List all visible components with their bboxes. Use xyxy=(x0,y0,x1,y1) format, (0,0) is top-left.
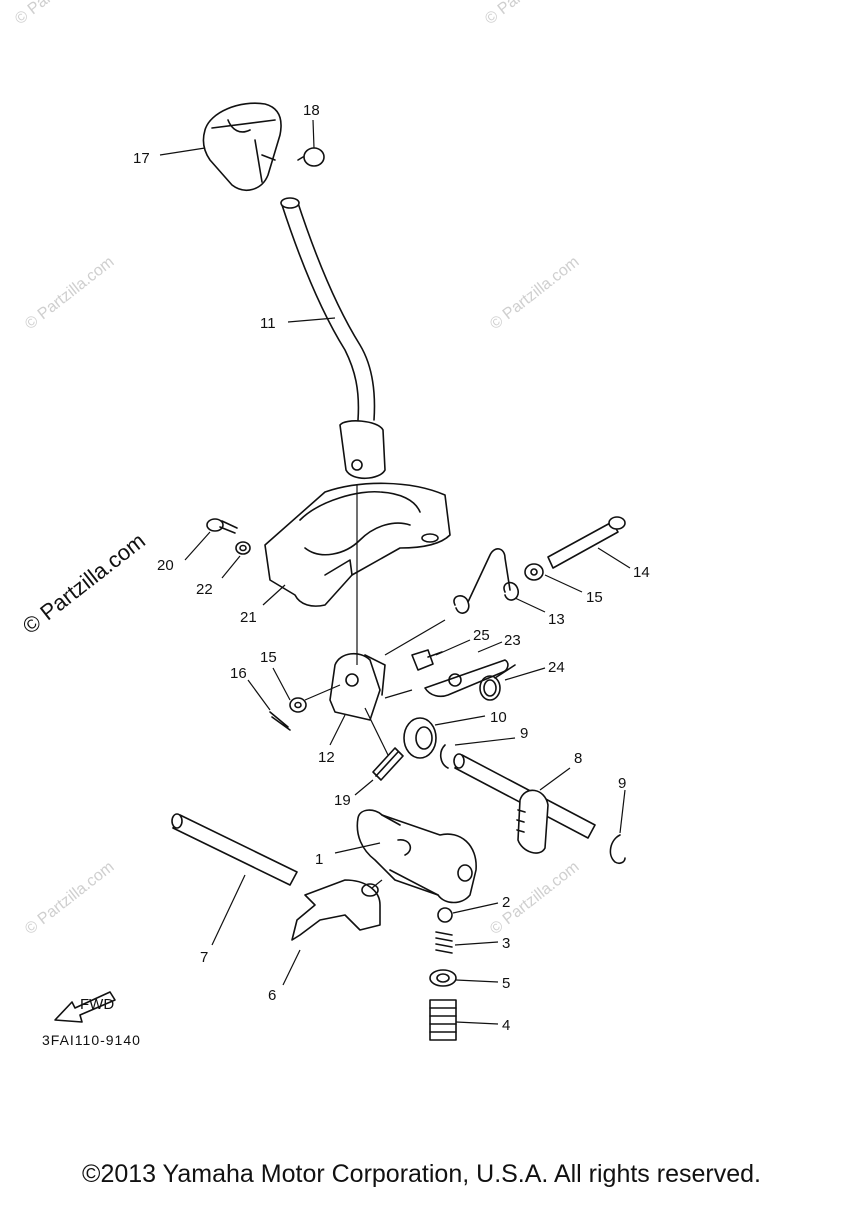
shift-drum xyxy=(356,809,477,904)
assembly-lines xyxy=(304,484,446,889)
callout-label: 12 xyxy=(318,749,335,766)
arm-washer xyxy=(289,697,307,713)
plug-washer xyxy=(429,969,457,987)
callout-label: 15 xyxy=(586,589,603,606)
fwd-arrow-icon: FWD xyxy=(54,991,116,1023)
watermark: © Partzilla.com xyxy=(482,0,577,28)
callout-label: 9 xyxy=(618,775,626,792)
cotter-pin xyxy=(269,711,291,731)
callout-label: 24 xyxy=(548,659,565,676)
pin-washer xyxy=(524,563,544,581)
fwd-label: FWD xyxy=(80,996,114,1013)
shift-knob xyxy=(202,102,282,191)
callout-label: 16 xyxy=(230,665,247,682)
knob-screw xyxy=(297,147,325,167)
copyright-footer: ©2013 Yamaha Motor Corporation, U.S.A. A… xyxy=(82,1160,761,1188)
stopper-spring xyxy=(479,664,516,701)
oil-seal xyxy=(403,717,437,759)
watermark: © Partzilla.com xyxy=(487,253,582,333)
callout-label: 23 xyxy=(504,632,521,649)
watermark: © Partzilla.com xyxy=(12,0,107,28)
watermark-main: © Partzilla.com xyxy=(18,528,150,639)
callout-label: 20 xyxy=(157,557,174,574)
callout-label: 15 xyxy=(260,649,277,666)
callout-label: 8 xyxy=(574,750,582,767)
watermark: © Partzilla.com xyxy=(22,858,117,938)
callout-label: 2 xyxy=(502,894,510,911)
callout-label: 13 xyxy=(548,611,565,628)
callout-label: 3 xyxy=(502,935,510,952)
callout-label: 5 xyxy=(502,975,510,992)
stopper-bolt xyxy=(411,649,443,671)
detent-ball xyxy=(437,907,453,923)
callout-label: 21 xyxy=(240,609,257,626)
lever-bolt xyxy=(372,747,404,781)
callout-label: 25 xyxy=(473,627,490,644)
callout-label: 9 xyxy=(520,725,528,742)
watermarks: © Partzilla.com © Partzilla.com © Partzi… xyxy=(12,0,582,938)
callouts: 1 2 3 4 5 6 7 8 9 9 10 11 12 13 14 15 15 xyxy=(133,102,650,1034)
lever-pin xyxy=(547,516,626,569)
diagram-code: 3FAI110-9140 xyxy=(42,1032,141,1048)
guide-washer xyxy=(235,541,251,555)
callout-label: 10 xyxy=(490,709,507,726)
fork-shaft xyxy=(171,813,298,886)
callout-label: 6 xyxy=(268,987,276,1004)
callout-label: 7 xyxy=(200,949,208,966)
circlip-upper xyxy=(439,744,449,769)
return-spring xyxy=(453,548,519,614)
shift-fork xyxy=(291,879,381,941)
shift-shaft xyxy=(453,753,596,854)
callout-label: 11 xyxy=(260,315,276,332)
detent-plug xyxy=(429,999,457,1041)
watermark: © Partzilla.com xyxy=(22,253,117,333)
callout-label: 17 xyxy=(133,150,150,167)
callout-label: 4 xyxy=(502,1017,510,1034)
callout-label: 22 xyxy=(196,581,213,598)
shift-arm xyxy=(329,652,386,721)
callout-label: 18 xyxy=(303,102,320,119)
callout-label: 14 xyxy=(633,564,650,581)
guide-bolt xyxy=(206,518,238,534)
callout-label: 19 xyxy=(334,792,351,809)
shift-lever xyxy=(280,197,386,480)
callout-label: 1 xyxy=(315,851,323,868)
circlip-lower xyxy=(609,834,626,865)
detent-spring xyxy=(435,931,453,954)
